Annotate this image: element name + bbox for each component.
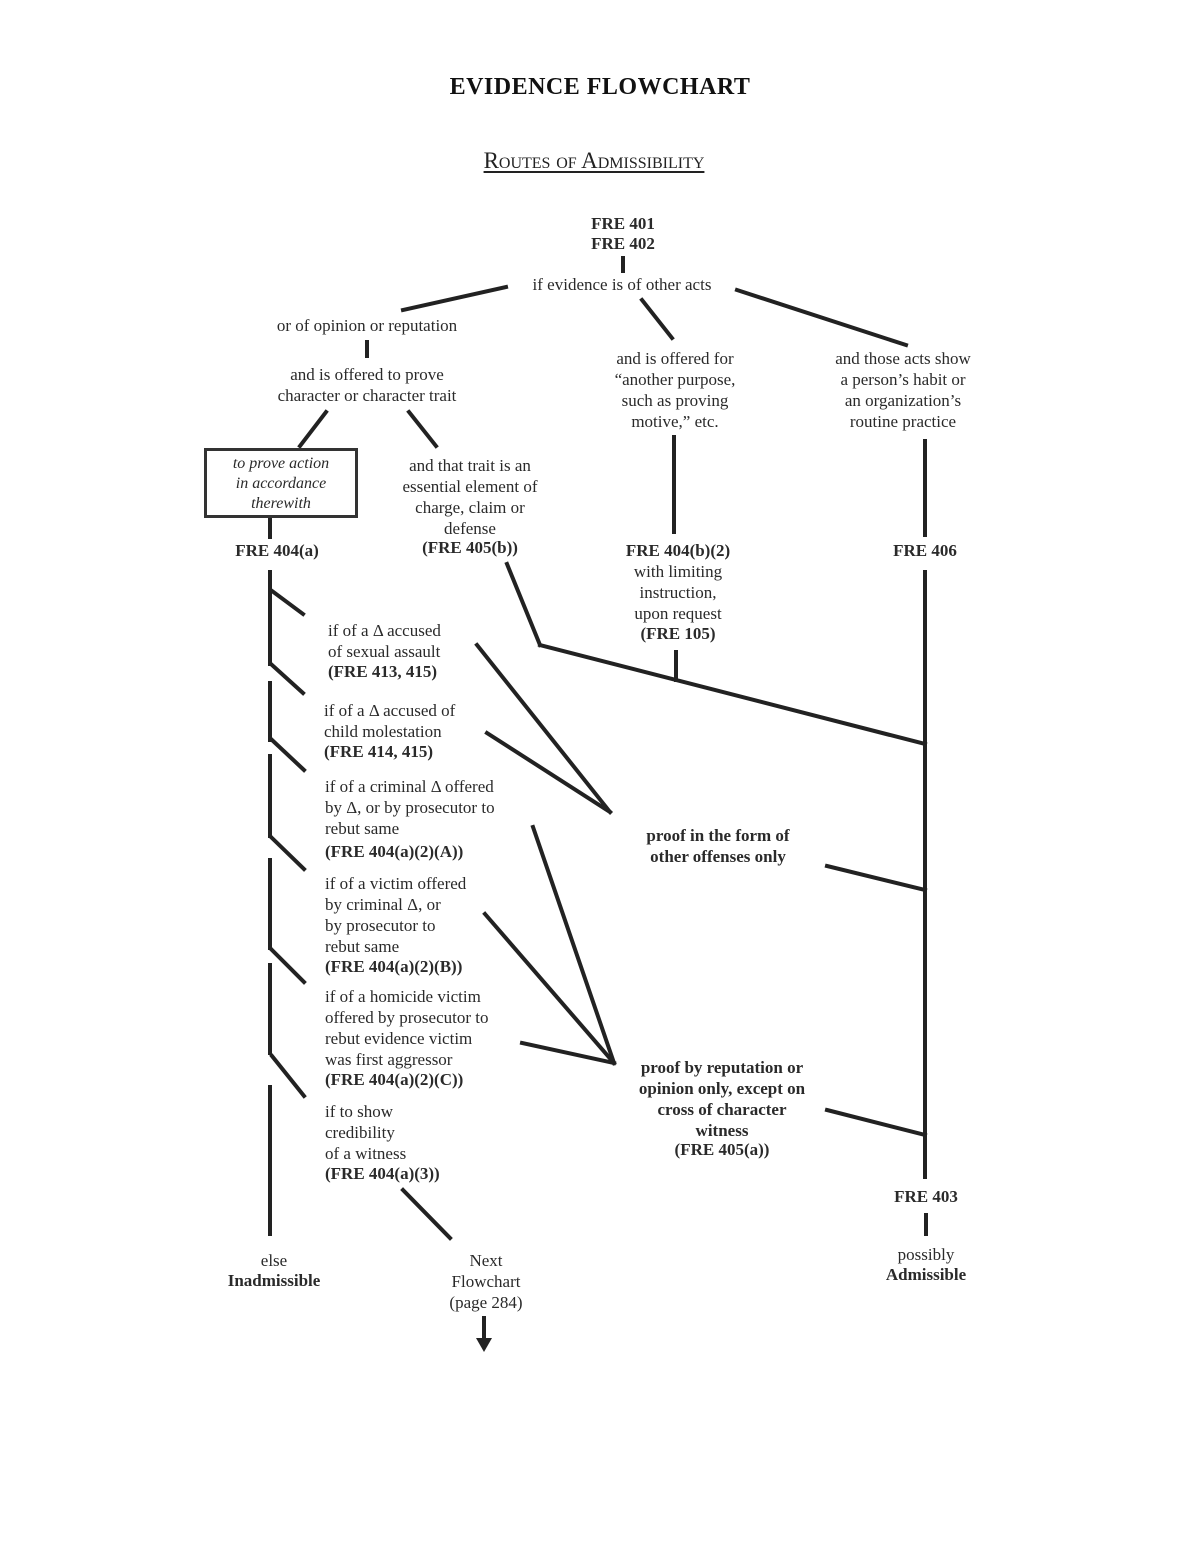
node-fre-406: FRE 406 xyxy=(893,541,957,560)
node-victim: if of a victim offered by criminal Δ, or… xyxy=(325,874,467,956)
connector-offered-to-essential xyxy=(406,409,439,449)
node-offered-to-prove: and is offered to prove character or cha… xyxy=(277,365,457,405)
branch-criminal-defendant xyxy=(269,737,307,773)
branch-child-molestation xyxy=(269,662,306,696)
connector-other-acts-to-opinion xyxy=(400,284,509,313)
node-criminal-defendant: if of a criminal Δ offered by Δ, or by p… xyxy=(325,777,495,838)
branch-sexual-assault xyxy=(269,588,306,617)
node-admissible: Admissible xyxy=(885,1265,967,1284)
connector-sexual-assault-to-other-offenses xyxy=(474,642,613,815)
node-possibly: possibly xyxy=(897,1245,955,1264)
node-fre-404b2: FRE 404(b)(2) xyxy=(625,541,731,560)
node-fre-404a: FRE 404(a) xyxy=(235,541,319,560)
node-fre-105: (FRE 105) xyxy=(640,624,716,643)
branch-victim xyxy=(269,835,307,872)
node-fre-405a: (FRE 405(a)) xyxy=(674,1140,770,1159)
node-fre-403: FRE 403 xyxy=(894,1187,958,1206)
connector-victim-to-reputation xyxy=(482,911,617,1066)
branch-homicide-victim xyxy=(269,947,307,985)
node-fre-402: FRE 402 xyxy=(591,234,655,253)
page-title: EVIDENCE FLOWCHART xyxy=(449,74,751,100)
node-limiting-instruction: with limiting instruction, upon request xyxy=(633,562,723,623)
node-credibility: if to show credibility of a witness xyxy=(325,1102,407,1163)
node-credibility-ref: (FRE 404(a)(3)) xyxy=(325,1164,440,1183)
connector-criminal-defendant-to-reputation xyxy=(530,824,617,1066)
node-inadmissible: Inadmissible xyxy=(227,1271,321,1290)
node-reputation-opinion-only: proof by reputation or opinion only, exc… xyxy=(638,1058,806,1140)
node-sexual-assault: if of a Δ accused of sexual assault xyxy=(328,621,441,661)
connector-other-offenses-to-right-column xyxy=(824,863,928,893)
node-opinion-reputation: or of opinion or reputation xyxy=(276,316,458,335)
node-essential-element: and that trait is an essential element o… xyxy=(402,456,538,538)
node-sexual-assault-ref: (FRE 413, 415) xyxy=(328,662,438,681)
page-subtitle: Routes of Admissibility xyxy=(483,148,705,173)
connector-other-acts-to-another-purpose xyxy=(639,297,675,341)
node-else: else xyxy=(260,1251,288,1270)
branch-credibility xyxy=(269,1053,307,1099)
node-other-offenses-only: proof in the form of other offenses only xyxy=(646,826,790,866)
node-fre-405b: (FRE 405(b)) xyxy=(422,538,518,557)
node-homicide-victim-ref: (FRE 404(a)(2)(C)) xyxy=(325,1070,464,1089)
arrow-down-icon xyxy=(476,1316,492,1352)
node-habit: and those acts show a person’s habit or … xyxy=(835,349,971,431)
node-child-molestation: if of a Δ accused of child molestation xyxy=(324,701,456,741)
node-another-purpose: and is offered for “another purpose, suc… xyxy=(614,349,736,431)
node-fre-401: FRE 401 xyxy=(591,214,655,233)
node-child-molestation-ref: (FRE 414, 415) xyxy=(324,742,434,761)
connector-homicide-to-reputation xyxy=(519,1040,617,1066)
connector-405b-to-right-column xyxy=(537,642,928,747)
node-criminal-defendant-ref: (FRE 404(a)(2)(A)) xyxy=(325,842,464,861)
node-victim-ref: (FRE 404(a)(2)(B)) xyxy=(325,957,463,976)
node-prove-action-box: to prove action in accordance therewith xyxy=(204,448,358,518)
connector-offered-to-prove-action xyxy=(297,409,329,449)
node-next-flowchart: Next Flowchart (page 284) xyxy=(449,1251,523,1312)
connector-reputation-to-right-column xyxy=(824,1107,928,1138)
connector-other-acts-to-habit xyxy=(734,287,909,348)
connector-child-molestation-to-other-offenses xyxy=(484,730,613,815)
connector-credibility-to-next xyxy=(400,1187,453,1241)
node-other-acts: if evidence is of other acts xyxy=(532,275,712,294)
node-homicide-victim: if of a homicide victim offered by prose… xyxy=(325,987,489,1069)
connector-405b-down xyxy=(504,561,543,648)
